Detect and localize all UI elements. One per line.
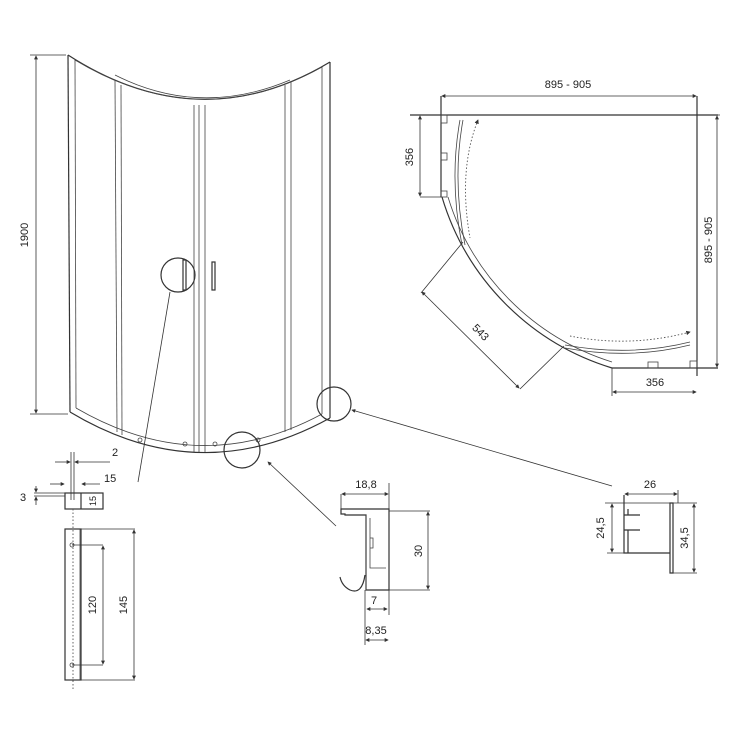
handle-detail: 2 15 3 15 120 145 — [20, 447, 136, 690]
height-dimension-label: 1900 — [19, 223, 31, 247]
profile-height-label: 30 — [413, 545, 425, 557]
door-opening-label: 543 — [469, 322, 490, 343]
profile-inner-label: 7 — [371, 595, 377, 607]
front-elevation-view: 1900 — [19, 54, 613, 527]
handle-detail-callout-circle — [160, 257, 196, 293]
profile-base-label: 8,35 — [365, 625, 386, 637]
bottom-profile-callout-circle — [223, 431, 261, 469]
width-dimension-label: 895 - 905 — [545, 79, 591, 91]
profile-width-label: 18,8 — [355, 479, 376, 491]
handle-gap-label: 2 — [112, 447, 118, 459]
handle-length-label: 145 — [118, 596, 130, 614]
handle-width-label: 15 — [104, 473, 116, 485]
depth-dimension-label: 895 - 905 — [703, 217, 715, 263]
wall-profile-detail: 26 24,5 34,5 — [595, 479, 697, 574]
wall-profile-width-label: 26 — [644, 479, 656, 491]
wall-profile-inner-height-label: 24,5 — [595, 517, 607, 538]
plan-view: 895 - 905 895 - 905 356 356 543 — [404, 79, 720, 396]
right-door-handle — [211, 261, 216, 291]
handle-depth-label: 15 — [88, 496, 98, 506]
left-door-handle — [182, 259, 187, 291]
left-side-panel-label: 356 — [404, 148, 416, 166]
wall-profile-outer-height-label: 34,5 — [679, 527, 691, 548]
hole-spacing-label: 120 — [87, 596, 99, 614]
handle-offset-label: 3 — [20, 492, 26, 504]
bottom-side-panel-label: 356 — [646, 377, 664, 389]
wall-profile-callout-circle — [316, 386, 352, 422]
bottom-profile-detail: 18,8 30 7 8,35 — [339, 479, 430, 645]
